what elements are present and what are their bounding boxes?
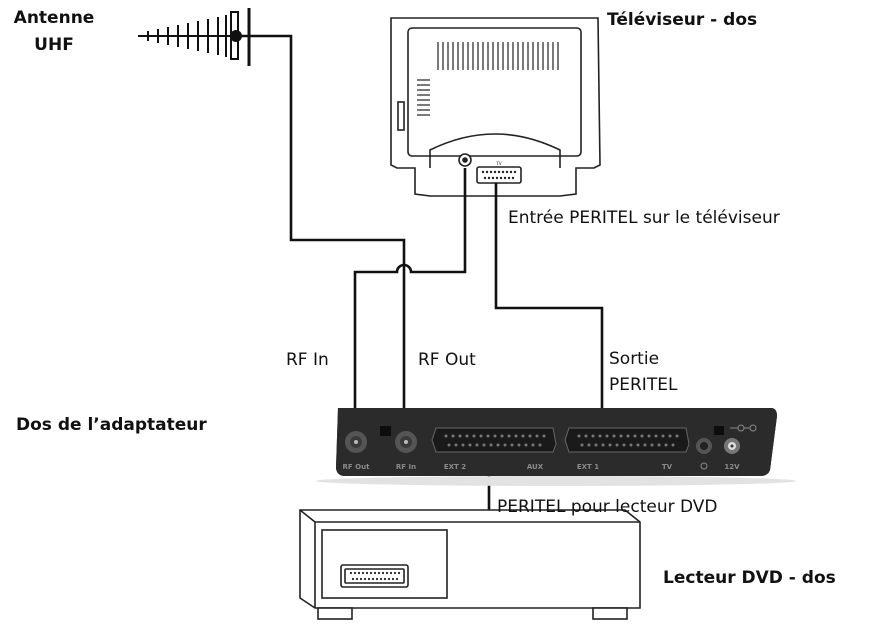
adapter-port-tv: TV (662, 463, 673, 471)
adapter-back-label: Dos de l’adaptateur (16, 415, 207, 435)
scart-out-label: Sortie PERITEL (609, 348, 677, 396)
cable-scart-tv (494, 183, 604, 432)
antenna-label: Antenne UHF (4, 8, 104, 55)
tv-back-label: Téléviseur - dos (607, 10, 758, 30)
adapter-port-rf-in: RF In (396, 463, 416, 471)
dvd-back-label: Lecteur DVD - dos (663, 568, 836, 588)
scart-out-label-line2: PERITEL (609, 375, 678, 395)
dvd-player-back-illustration (299, 509, 641, 620)
dvd-scart-label: PERITEL pour lecteur DVD (497, 497, 718, 517)
scart-out-label-line1: Sortie (609, 349, 660, 369)
rf-in-label: RF In (286, 350, 329, 370)
cable-rf-out-tv (353, 168, 467, 419)
adapter-port-ext1: EXT 1 (577, 463, 599, 471)
power-symbol-icon (700, 462, 708, 470)
adapter-back-illustration: RF Out RF In EXT 2 AUX EXT 1 TV 12V (316, 408, 796, 486)
cable-antenna-rf-in (240, 34, 406, 419)
adapter-port-ext2: EXT 2 (444, 463, 466, 471)
adapter-port-aux: AUX (527, 463, 544, 471)
tv-scart-input-label: Entrée PERITEL sur le téléviseur (508, 208, 780, 228)
uhf-antenna-icon (138, 8, 251, 66)
antenna-label-line2: UHF (34, 35, 74, 55)
adapter-port-rf-out: RF Out (343, 463, 371, 471)
antenna-label-line1: Antenne (13, 8, 95, 28)
tv-back-illustration: TV (390, 17, 601, 197)
adapter-port-power: 12V (724, 463, 740, 471)
rf-out-label: RF Out (418, 350, 476, 370)
tv-port-label: TV (495, 161, 501, 166)
